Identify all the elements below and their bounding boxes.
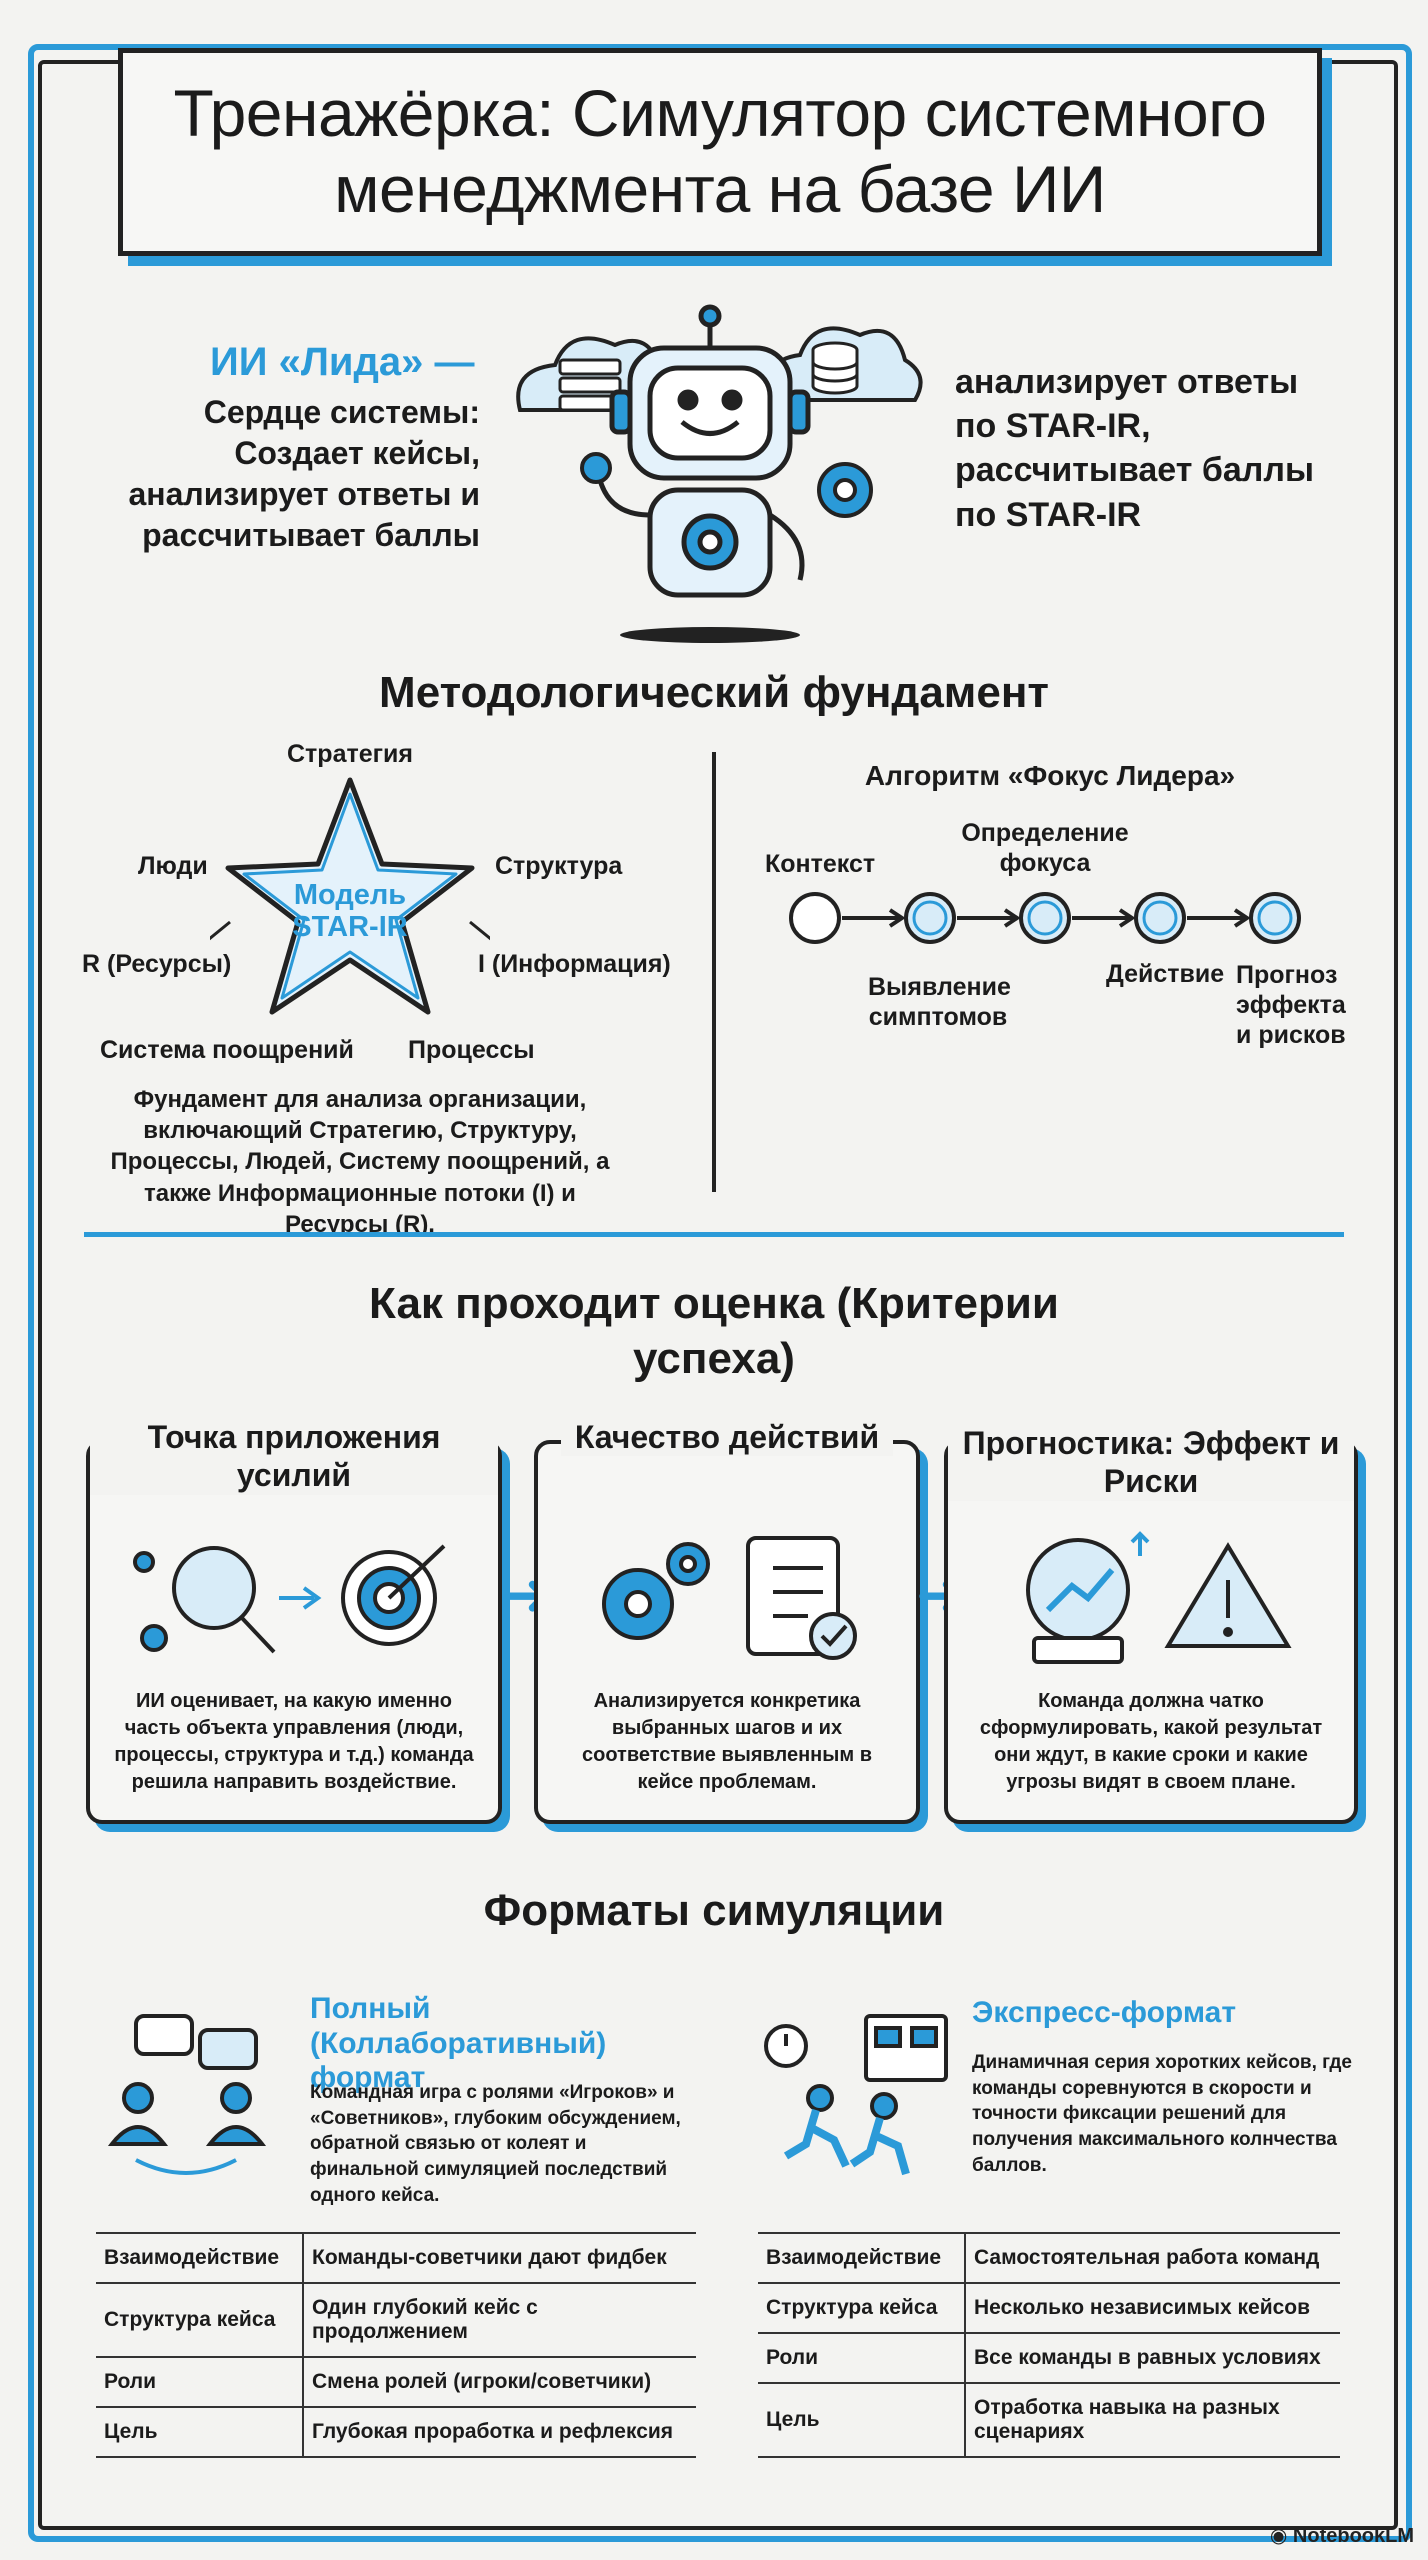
title-box: Тренажёрка: Симулятор системного менеджм…: [118, 48, 1322, 256]
panel-title: Прогностика: Эффект и Риски: [948, 1424, 1354, 1501]
gear-icon: [817, 462, 873, 518]
panel-description: Анализируется конкретика выбранных шагов…: [582, 1690, 872, 1793]
panel-description: Команда должна чатко сформулировать, как…: [979, 1690, 1323, 1793]
full-format-title: Полный (Коллаборативный) формат: [310, 1992, 607, 2094]
star-label-resources: R (Ресурсы): [82, 950, 232, 978]
team-collaboration-icon: [107, 2014, 267, 2175]
robot-head: [609, 304, 811, 481]
panel-title: Точка приложения усилий: [90, 1418, 498, 1495]
page-title: Тренажёрка: Симулятор системного менеджм…: [173, 76, 1267, 226]
star-model-description: Фундамент для анализа организации, включ…: [110, 1086, 610, 1238]
notebooklm-brand: ◉ NotebookLM: [1270, 2523, 1414, 2548]
wrench-icon: [580, 452, 612, 484]
algorithm-flow: [789, 892, 1301, 944]
ai-analysis-note: анализирует ответы по STAR-IR, рассчитыв…: [955, 363, 1315, 534]
database-icon: [811, 341, 859, 395]
gear-small-icon: [140, 1624, 168, 1652]
notebooklm-logo-icon: ◉: [1269, 2525, 1293, 2547]
star-model-shape: [210, 777, 490, 1015]
server-icon: [558, 358, 622, 412]
panel-description: ИИ оценивает, на какую именно часть объе…: [114, 1690, 474, 1793]
runner-icon: [806, 2084, 834, 2112]
express-format-title: Экспресс-формат: [972, 1996, 1237, 2029]
methodology-heading: Методологический фундамент: [379, 668, 1049, 717]
target-analysis-icon: [133, 1544, 446, 1654]
star-label-top: Стратегия: [287, 740, 413, 768]
ai-heading: ИИ «Лида» —: [210, 340, 475, 384]
person-icon: [122, 2082, 154, 2114]
algorithm-node-1: [789, 892, 841, 944]
robot-body: [597, 479, 805, 598]
star-arrows: [210, 920, 490, 941]
section-divider: [84, 1232, 1344, 1237]
robot-illustration: [516, 304, 923, 643]
chat-bubble-icon: [134, 2014, 194, 2056]
evaluation-panel-forecast: Прогностика: Эффект и Риски Команда долж…: [944, 1424, 1358, 1824]
evaluation-panel-focus: Точка приложения усилий ИИ оценивает, на…: [86, 1418, 502, 1824]
algorithm-step-context: Контекст: [765, 850, 876, 878]
evaluation-panel-quality: Качество действий Анализируется конкрети…: [534, 1418, 920, 1824]
magnifier-icon: [172, 1546, 256, 1630]
outer-blue-frame: [28, 44, 1412, 2542]
algorithm-step-action: Действие: [1106, 960, 1225, 988]
algorithm-arrows: [842, 908, 1251, 928]
star-label-left: Люди: [138, 852, 208, 880]
star-label-right: Структура: [495, 852, 623, 880]
person-icon: [133, 1551, 155, 1573]
forecast-icon: [1026, 1531, 1292, 1664]
ai-description: Сердце системы: Создает кейсы, анализиру…: [128, 394, 480, 553]
methodology-divider: [712, 752, 716, 1192]
formats-heading: Форматы симуляции: [483, 1886, 945, 1935]
star-model-center-label: Модель STAR-IR: [292, 879, 408, 943]
algorithm-step-forecast: Прогноз эффекта и рисков: [1236, 961, 1346, 1049]
evaluation-heading: Как проходит оценка (Критерии успеха): [369, 1279, 1059, 1383]
star-label-processes: Процессы: [408, 1036, 535, 1064]
star-label-rewards: Система поощрений: [100, 1036, 354, 1064]
express-race-icon: [764, 2014, 948, 2176]
quality-icon: [602, 1536, 857, 1660]
express-format-description: Динамичная серия хоротких кейсов, где ко…: [972, 2052, 1352, 2176]
star-label-information: I (Информация): [478, 950, 671, 978]
algorithm-heading: Алгоритм «Фокус Лидера»: [864, 760, 1236, 791]
brand-label: NotebookLM: [1292, 2525, 1414, 2547]
panel-title: Качество действий: [560, 1418, 894, 1457]
full-format-description: Командная игра с ролями «Игроков» и «Сов…: [310, 2082, 681, 2206]
algorithm-step-focus: Определение фокуса: [961, 819, 1129, 877]
algorithm-step-symptoms: Выявление симптомов: [868, 973, 1011, 1031]
